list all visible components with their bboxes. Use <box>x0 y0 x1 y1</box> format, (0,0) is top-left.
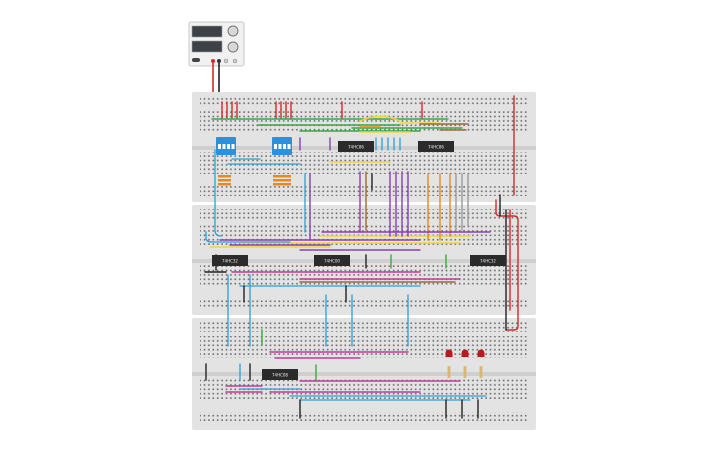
ic-chip-icon[interactable]: 74HC86 74HC86 74HC32 74HC00 74HC32 74HC0… <box>212 141 506 380</box>
svg-text:74HC32: 74HC32 <box>480 259 496 264</box>
chip-3: 74HC32 <box>212 255 248 266</box>
chip-4: 74HC00 <box>314 255 350 266</box>
svg-text:74HC32: 74HC32 <box>222 259 238 264</box>
svg-text:74HC86: 74HC86 <box>348 145 364 150</box>
chip-6: 74HC08 <box>262 369 298 380</box>
svg-text:74HC08: 74HC08 <box>272 373 288 378</box>
resistor-icon <box>447 366 483 378</box>
chip-2: 74HC86 <box>418 141 454 152</box>
led-icon <box>445 349 485 357</box>
dip-switch-icon[interactable] <box>216 137 236 155</box>
breadboard-bottom <box>192 318 536 430</box>
svg-text:74HC86: 74HC86 <box>428 145 444 150</box>
wires-layer <box>204 95 519 419</box>
dip-switch-icon[interactable] <box>272 137 292 155</box>
chip-1: 74HC86 <box>338 141 374 152</box>
chip-5: 74HC32 <box>470 255 506 266</box>
resistor-icon <box>218 175 291 186</box>
power-supply-icon[interactable] <box>188 21 245 67</box>
svg-text:74HC00: 74HC00 <box>324 259 340 264</box>
